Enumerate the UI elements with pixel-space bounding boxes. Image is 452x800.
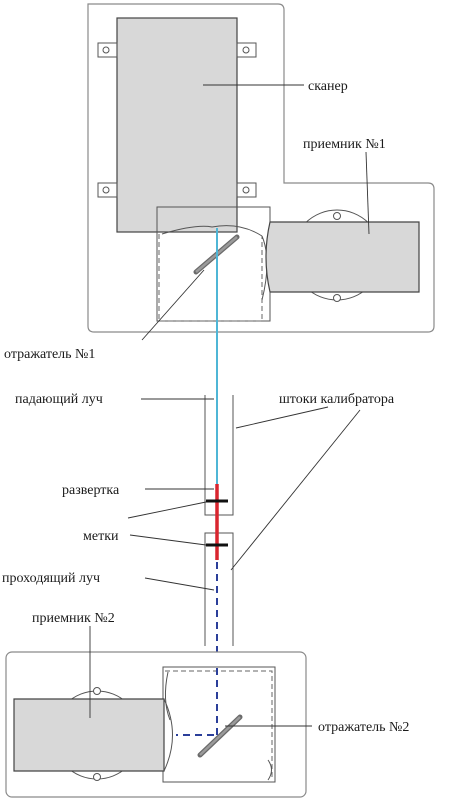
- label-calibrator-rods: штоки калибратора: [279, 392, 395, 407]
- scanner: [97, 17, 257, 233]
- calibrator-rods: [204, 395, 234, 646]
- label-incident-beam: падающий луч: [15, 392, 103, 407]
- reflector-2-housing: [162, 666, 276, 783]
- label-sweep: развертка: [62, 483, 120, 498]
- label-marks: метки: [83, 529, 119, 544]
- passing-beam-segment: [176, 668, 218, 736]
- receiver-1: [265, 209, 420, 302]
- leader-lines: [89, 84, 370, 727]
- label-passing-beam: проходящий луч: [2, 571, 100, 586]
- receiver-2: [13, 687, 173, 781]
- label-receiver-2: приемник №2: [32, 611, 115, 626]
- label-reflector-2: отражатель №2: [318, 720, 409, 735]
- label-reflector-1: отражатель №1: [4, 347, 95, 362]
- label-scanner: сканер: [308, 79, 348, 94]
- label-receiver-1: приемник №1: [303, 137, 386, 152]
